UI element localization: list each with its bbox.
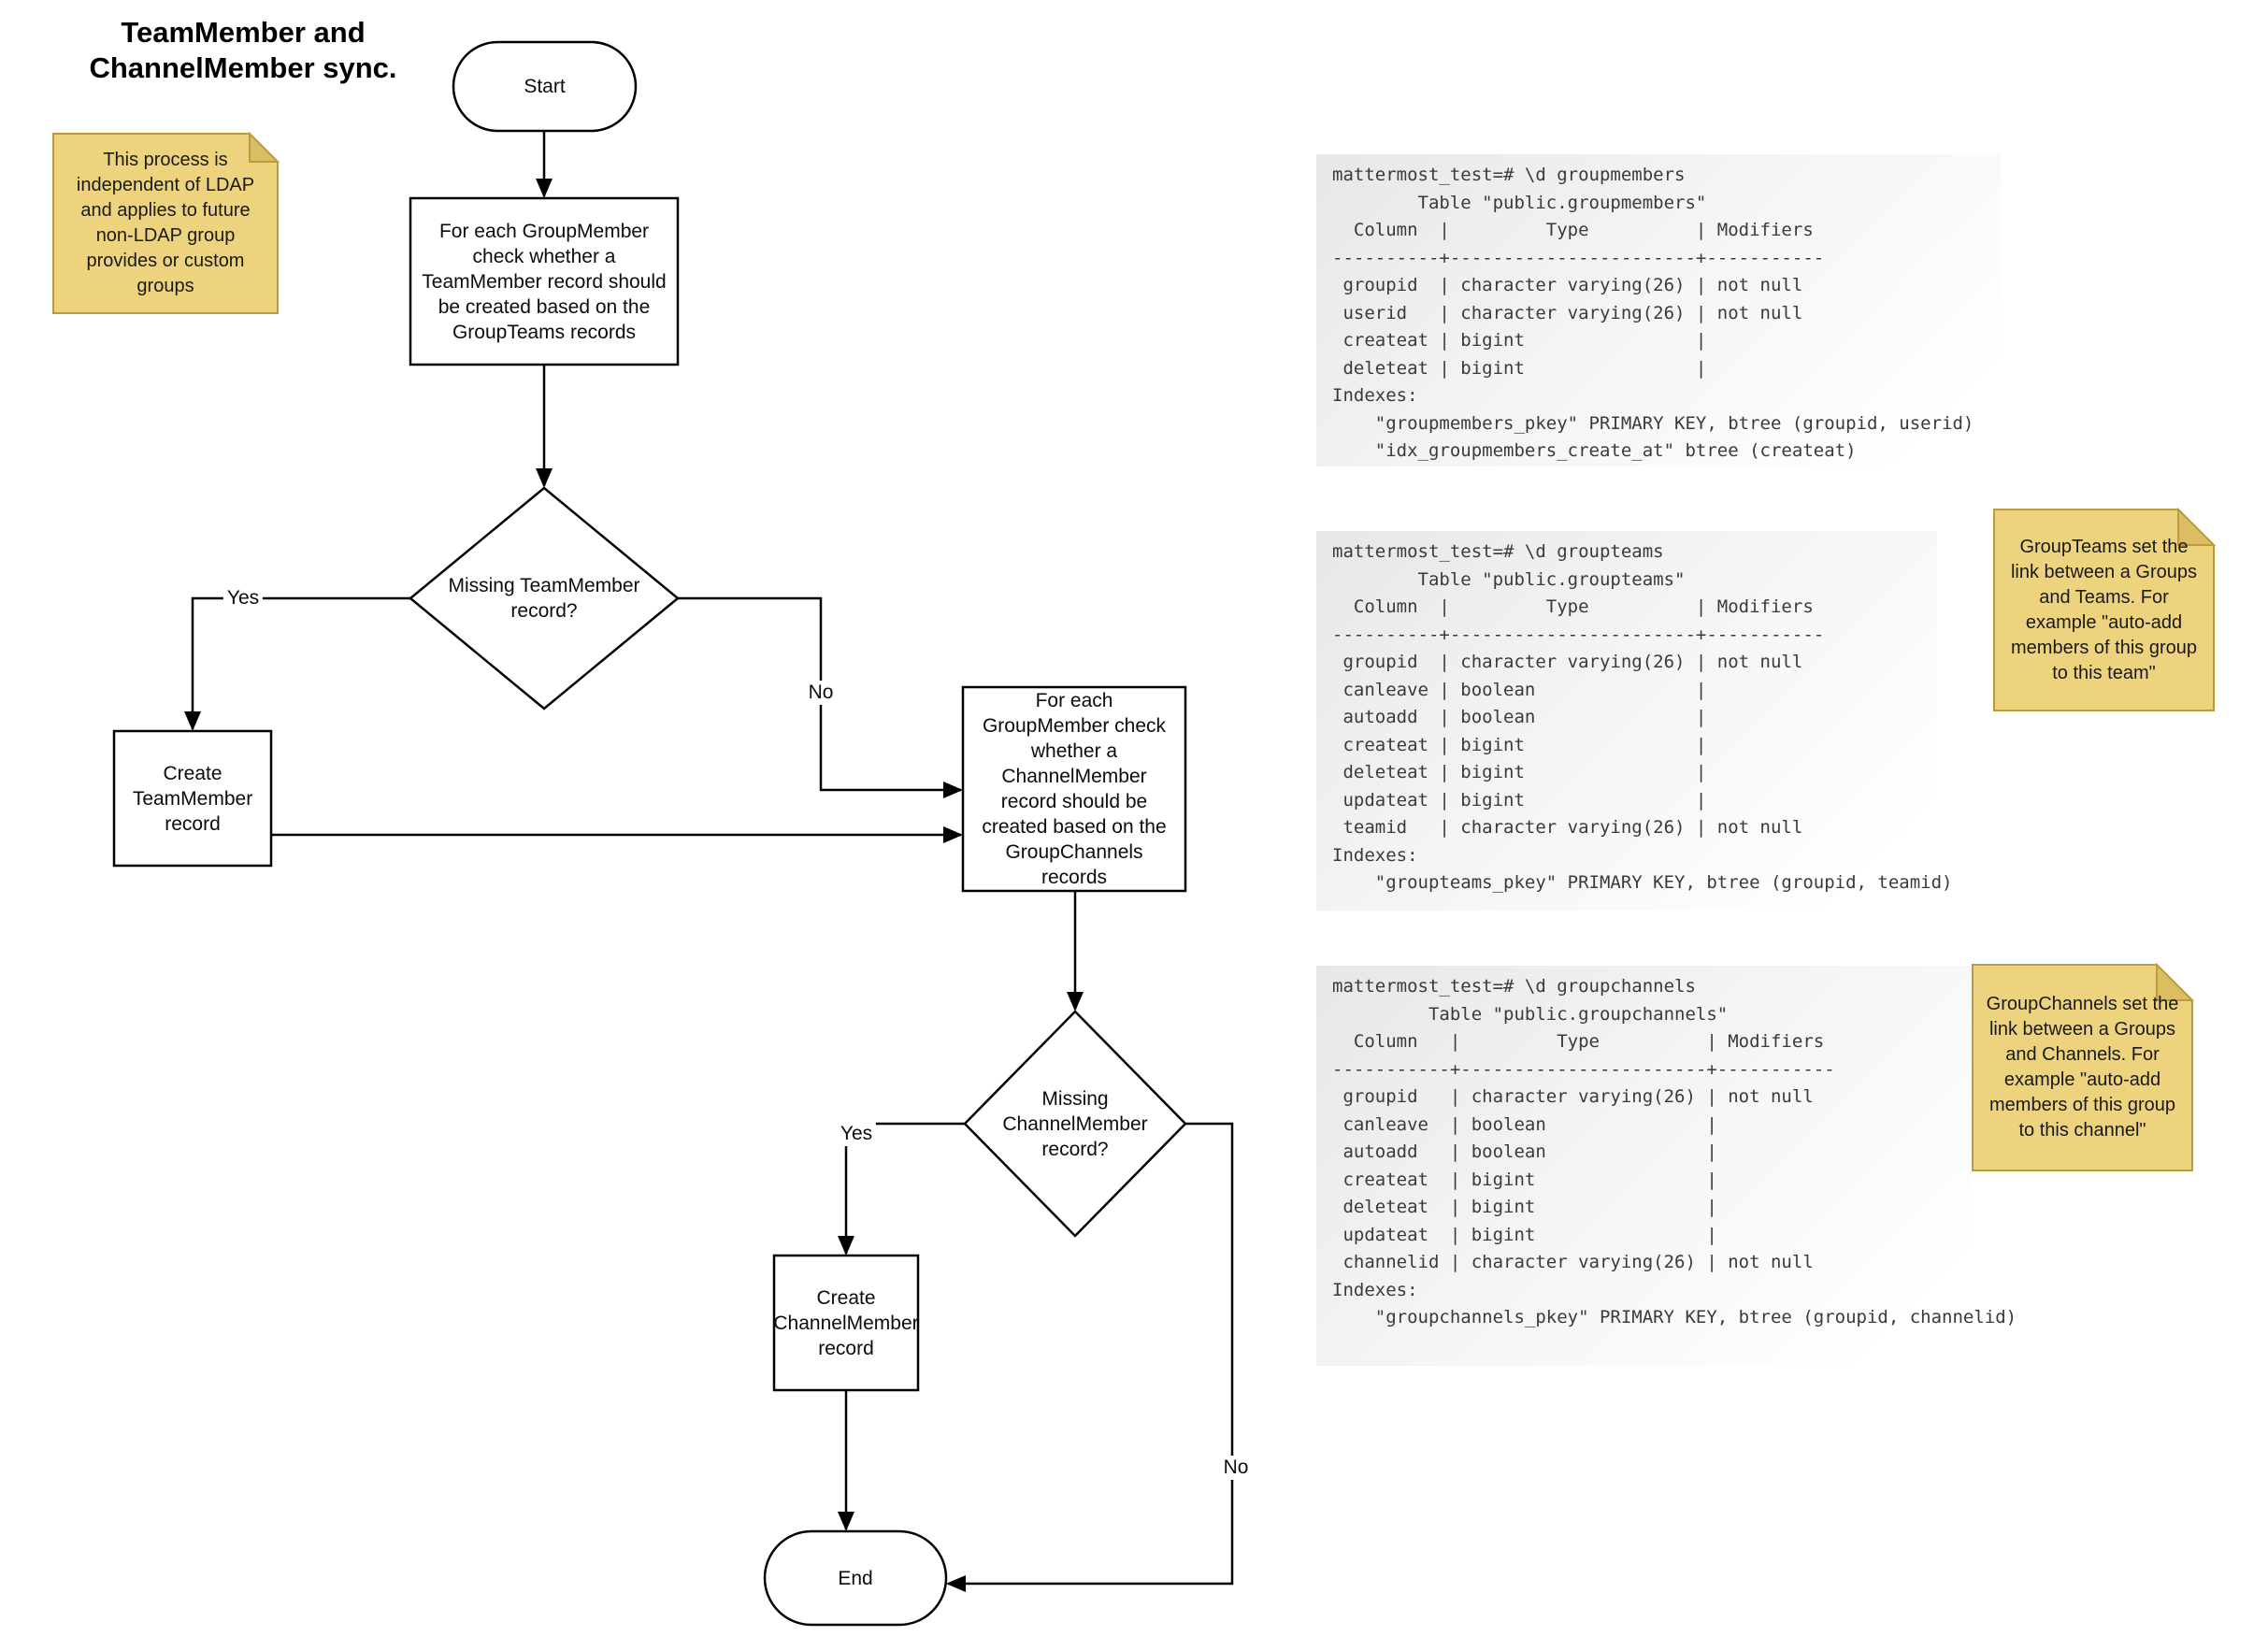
process-channel-shape xyxy=(961,685,1187,893)
code-block-groupmembers-text: mattermost_test=# \d groupmembers Table … xyxy=(1332,165,1974,461)
edge-label-team-no: No xyxy=(804,681,838,705)
process-team-label: For each GroupMember check whether a Tea… xyxy=(422,220,667,343)
decision-team-shape xyxy=(409,486,680,710)
note-groupchannels-shape xyxy=(1972,964,2193,1171)
page-title: TeamMember and ChannelMember sync. xyxy=(89,16,397,84)
process-team-shape xyxy=(409,196,680,366)
note-groupteams-text: GroupTeams set the link between a Groups… xyxy=(2010,536,2197,683)
sticky-note-shapes xyxy=(52,131,2217,1171)
arrowhead xyxy=(184,711,201,731)
arrowhead xyxy=(838,1512,854,1531)
arrowhead xyxy=(943,826,963,843)
arrowhead xyxy=(536,468,553,488)
code-block-groupchannels: mattermost_test=# \d groupchannels Table… xyxy=(1316,966,2017,1366)
arrowhead xyxy=(943,782,963,798)
arrowheads xyxy=(184,179,1084,1592)
start-node-label: Start xyxy=(524,76,566,97)
create-channel-shape xyxy=(772,1254,920,1392)
note-groupteams-fold xyxy=(2177,507,2217,546)
code-block-groupmembers: mattermost_test=# \d groupmembers Table … xyxy=(1316,154,2001,466)
create-team-label: Create TeamMember record xyxy=(132,762,253,835)
connector-lines xyxy=(191,131,1234,1586)
note-groupteams-shape xyxy=(1993,509,2215,711)
create-team-shape xyxy=(112,729,273,868)
note-groupchannels-text: GroupChannels set the link between a Gro… xyxy=(1986,994,2179,1141)
note-groupchannels-fold xyxy=(2156,962,2195,1001)
edge-decision-team-yes xyxy=(191,596,410,729)
note-ldap-fold xyxy=(249,131,280,163)
end-node-label: End xyxy=(838,1567,873,1589)
process-channel-label: For each GroupMember check whether a Cha… xyxy=(982,690,1167,888)
arrowhead xyxy=(536,179,553,198)
code-block-groupteams: mattermost_test=# \d groupteams Table "p… xyxy=(1316,531,1953,911)
edge-label-channel-yes: Yes xyxy=(836,1122,877,1146)
end-node-shape xyxy=(763,1529,948,1627)
edge-decision-channel-no xyxy=(948,1122,1234,1586)
decision-team-label: Missing TeamMember record? xyxy=(448,575,640,622)
code-block-groupchannels-text: mattermost_test=# \d groupchannels Table… xyxy=(1332,976,2017,1327)
create-channel-label: Create ChannelMember record xyxy=(773,1286,919,1359)
note-ldap-text: This process is independent of LDAP and … xyxy=(76,150,255,296)
code-block-groupteams-text: mattermost_test=# \d groupteams Table "p… xyxy=(1332,541,1953,893)
arrowhead xyxy=(838,1236,854,1256)
edge-label-channel-no: No xyxy=(1219,1456,1253,1480)
note-ldap-shape xyxy=(52,133,279,314)
node-shapes xyxy=(112,40,1187,1627)
edge-label-team-yes: Yes xyxy=(222,586,264,610)
start-node-shape xyxy=(452,40,638,133)
decision-channel-shape xyxy=(963,1010,1187,1238)
decision-channel-label: Missing ChannelMember record? xyxy=(1002,1087,1148,1160)
arrowhead xyxy=(946,1575,966,1592)
arrowhead xyxy=(1067,992,1084,1012)
